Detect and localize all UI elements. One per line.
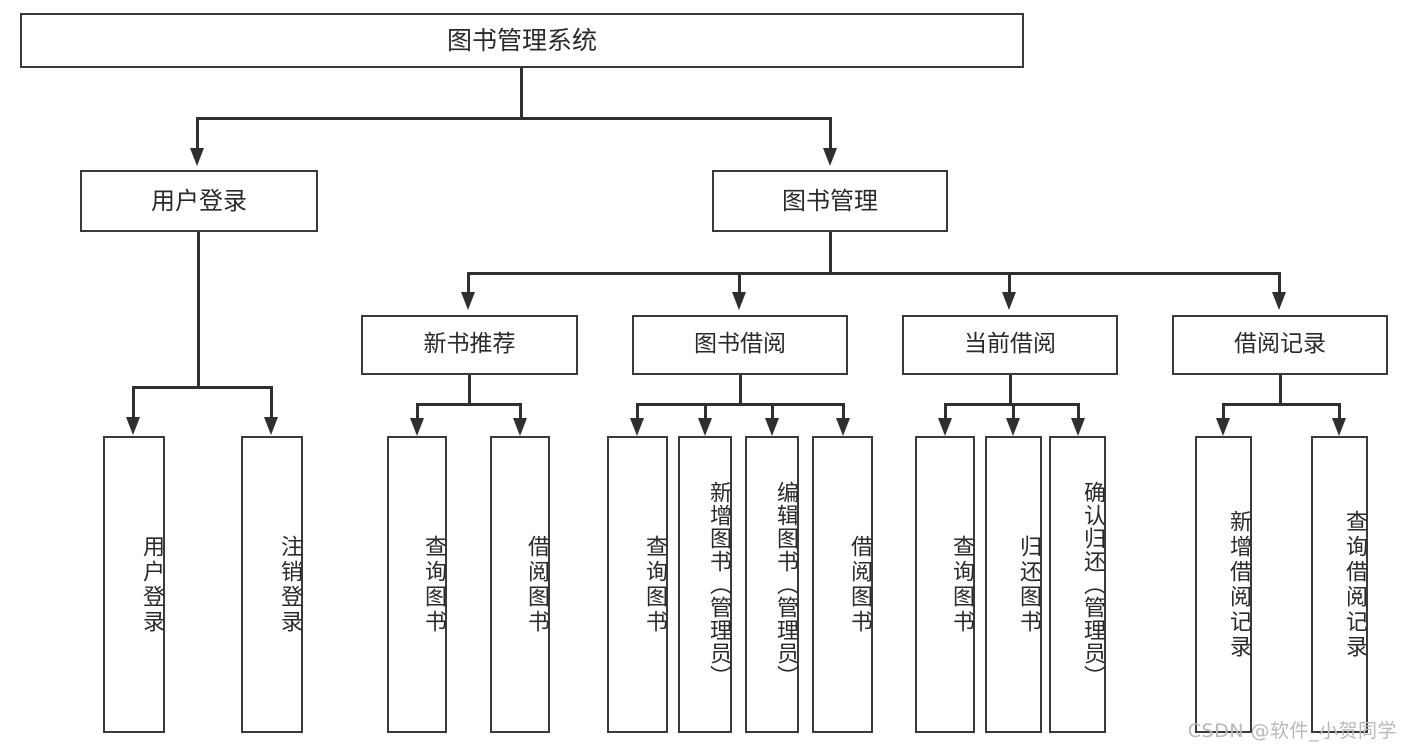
leaf-new-book-query[interactable]: 查询图书: [387, 436, 447, 733]
connector-cb-bus: [944, 403, 1079, 406]
leaf-current-borrow-query[interactable]: 查询图书: [915, 436, 975, 733]
connector-book-management-bus: [467, 272, 1278, 275]
arrow-icon-root-to-user-login: [190, 148, 204, 166]
leaf-book-borrow-add[interactable]: 新增图书（管理员）: [678, 436, 732, 733]
leaf-label: 新增图书（管理员）: [706, 481, 731, 688]
connector-root-stem: [520, 68, 523, 118]
connector-cb-drop-2: [1012, 403, 1015, 423]
connector-bm-drop-2: [738, 272, 741, 300]
leaf-book-borrow-borrow[interactable]: 借阅图书: [812, 436, 873, 733]
arrow-icon-user-login-leaf-1: [126, 417, 140, 435]
connector-cb-drop-1: [944, 403, 947, 423]
connector-br-stem: [1279, 375, 1282, 405]
connector-br-drop-2: [1338, 403, 1341, 423]
leaf-label: 编辑图书（管理员）: [773, 481, 798, 688]
connector-user-login-drop-2: [270, 386, 273, 418]
connector-cb-drop-3: [1077, 403, 1080, 423]
node-current-borrow[interactable]: 当前借阅: [902, 315, 1118, 375]
leaf-label: 归还图书: [1016, 534, 1041, 635]
connector-br-drop-1: [1222, 403, 1225, 423]
leaf-book-borrow-edit[interactable]: 编辑图书（管理员）: [745, 436, 799, 733]
leaf-user-login-logout[interactable]: 注销登录: [241, 436, 303, 733]
connector-bb-drop-4: [842, 403, 845, 423]
leaf-label: 查询图书: [421, 534, 446, 635]
connector-user-login-stem: [197, 232, 200, 388]
connector-root-right-drop: [829, 117, 832, 149]
csdn-watermark: CSDN @软件_小贺同学: [1187, 720, 1397, 742]
arrow-icon-bb-leaf-2: [698, 418, 712, 436]
leaf-label: 确认归还（管理员）: [1080, 481, 1105, 688]
leaf-current-borrow-confirm[interactable]: 确认归还（管理员）: [1049, 436, 1106, 733]
node-book-borrow[interactable]: 图书借阅: [632, 315, 848, 375]
connector-bb-bus: [636, 403, 844, 406]
leaf-current-borrow-return[interactable]: 归还图书: [985, 436, 1042, 733]
connector-nbr-drop-1: [416, 403, 419, 423]
connector-nbr-bus: [416, 403, 521, 406]
leaf-label: 用户登录: [139, 534, 164, 635]
node-new-book-recommend[interactable]: 新书推荐: [361, 315, 578, 375]
connector-user-login-bus: [132, 386, 271, 389]
leaf-label: 新增借阅记录: [1226, 509, 1251, 660]
connector-br-bus: [1222, 403, 1340, 406]
arrow-icon-nbr-leaf-2: [513, 418, 527, 436]
node-borrow-record[interactable]: 借阅记录: [1172, 315, 1388, 375]
leaf-label: 借阅图书: [524, 534, 549, 635]
arrow-icon-bb-leaf-1: [630, 418, 644, 436]
arrow-icon-nbr-leaf-1: [410, 418, 424, 436]
connector-nbr-stem: [468, 375, 471, 405]
arrow-icon-bb-leaf-3: [765, 418, 779, 436]
leaf-label: 注销登录: [277, 534, 302, 635]
leaf-label: 借阅图书: [847, 534, 872, 635]
connector-bb-drop-1: [636, 403, 639, 423]
arrow-icon-cb-leaf-1: [938, 418, 952, 436]
arrow-icon-cb-leaf-3: [1071, 418, 1085, 436]
connector-cb-stem: [1009, 375, 1012, 405]
leaf-borrow-record-add[interactable]: 新增借阅记录: [1195, 436, 1252, 733]
connector-book-management-stem: [829, 232, 832, 274]
connector-bb-drop-2: [704, 403, 707, 423]
leaf-borrow-record-query[interactable]: 查询借阅记录: [1311, 436, 1368, 733]
connector-bb-stem: [739, 375, 742, 405]
arrow-icon-br-leaf-2: [1332, 418, 1346, 436]
arrow-icon-bm-to-book-borrow: [732, 292, 746, 310]
leaf-label: 查询图书: [642, 534, 667, 635]
arrow-icon-user-login-leaf-2: [264, 417, 278, 435]
connector-root-left-drop: [196, 117, 199, 149]
connector-bm-drop-1: [467, 272, 470, 300]
leaf-book-borrow-query[interactable]: 查询图书: [607, 436, 668, 733]
leaf-user-login-login[interactable]: 用户登录: [103, 436, 165, 733]
arrow-icon-cb-leaf-2: [1006, 418, 1020, 436]
arrow-icon-bm-to-new-book: [461, 292, 475, 310]
node-user-login[interactable]: 用户登录: [80, 170, 318, 232]
arrow-icon-bb-leaf-4: [836, 418, 850, 436]
connector-bm-drop-3: [1008, 272, 1011, 300]
arrow-icon-bm-to-borrow-record: [1272, 292, 1286, 310]
connector-nbr-drop-2: [519, 403, 522, 423]
connector-bb-drop-3: [771, 403, 774, 423]
arrow-icon-root-to-book-management: [823, 148, 837, 166]
node-book-management[interactable]: 图书管理: [712, 170, 948, 232]
arrow-icon-br-leaf-1: [1216, 418, 1230, 436]
connector-root-bus: [196, 117, 831, 120]
connector-bm-drop-4: [1278, 272, 1281, 300]
node-root-book-management-system[interactable]: 图书管理系统: [20, 13, 1024, 68]
leaf-label: 查询借阅记录: [1342, 509, 1367, 660]
leaf-label: 查询图书: [949, 534, 974, 635]
arrow-icon-bm-to-current-borrow: [1002, 292, 1016, 310]
leaf-new-book-borrow[interactable]: 借阅图书: [490, 436, 550, 733]
connector-user-login-drop-1: [132, 386, 135, 418]
